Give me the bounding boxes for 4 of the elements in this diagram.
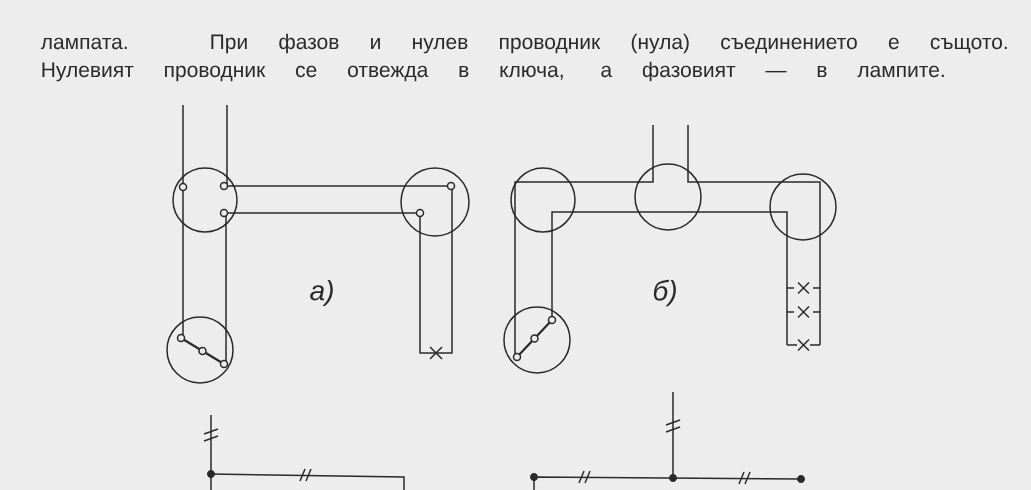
text-line: лампата. При фазов и нулев проводник (нула) съединението е същото.	[40, 33, 1007, 54]
text-line: Нулевият проводник се отвежда в ключа, а фазовият — в лампите.	[42, 61, 944, 82]
figure-label: б)	[653, 279, 676, 307]
figure-label: а)	[310, 279, 333, 307]
